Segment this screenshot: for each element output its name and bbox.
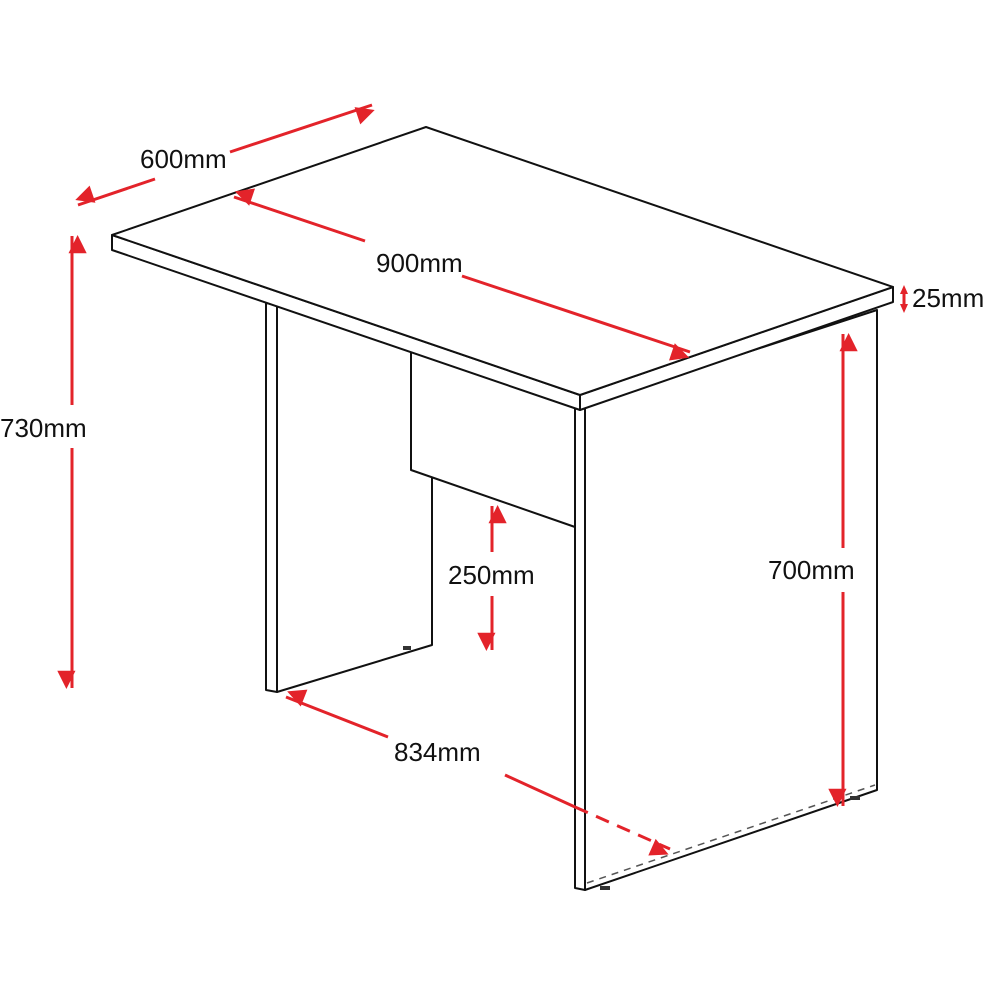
leg-clearance-label: 834mm xyxy=(394,737,481,767)
total-height-label: 730mm xyxy=(0,413,87,443)
width-label: 900mm xyxy=(376,248,463,278)
dimension-width: 900mm xyxy=(233,188,691,361)
modesty-gap-label: 250mm xyxy=(448,560,535,590)
leg-height-label: 700mm xyxy=(768,555,855,585)
dimension-depth: 600mm xyxy=(75,103,375,207)
thickness-label: 25mm xyxy=(912,283,984,313)
dimension-leg-clearance: 834mm xyxy=(285,689,671,856)
dimension-modesty-gap: 250mm xyxy=(448,505,535,651)
dimension-thickness: 25mm xyxy=(900,283,984,313)
left-leg xyxy=(265,302,433,693)
depth-label: 600mm xyxy=(140,144,227,174)
tabletop xyxy=(111,126,894,411)
dimension-leg-height: 700mm xyxy=(768,333,858,807)
dimension-total-height: 730mm xyxy=(0,235,87,689)
